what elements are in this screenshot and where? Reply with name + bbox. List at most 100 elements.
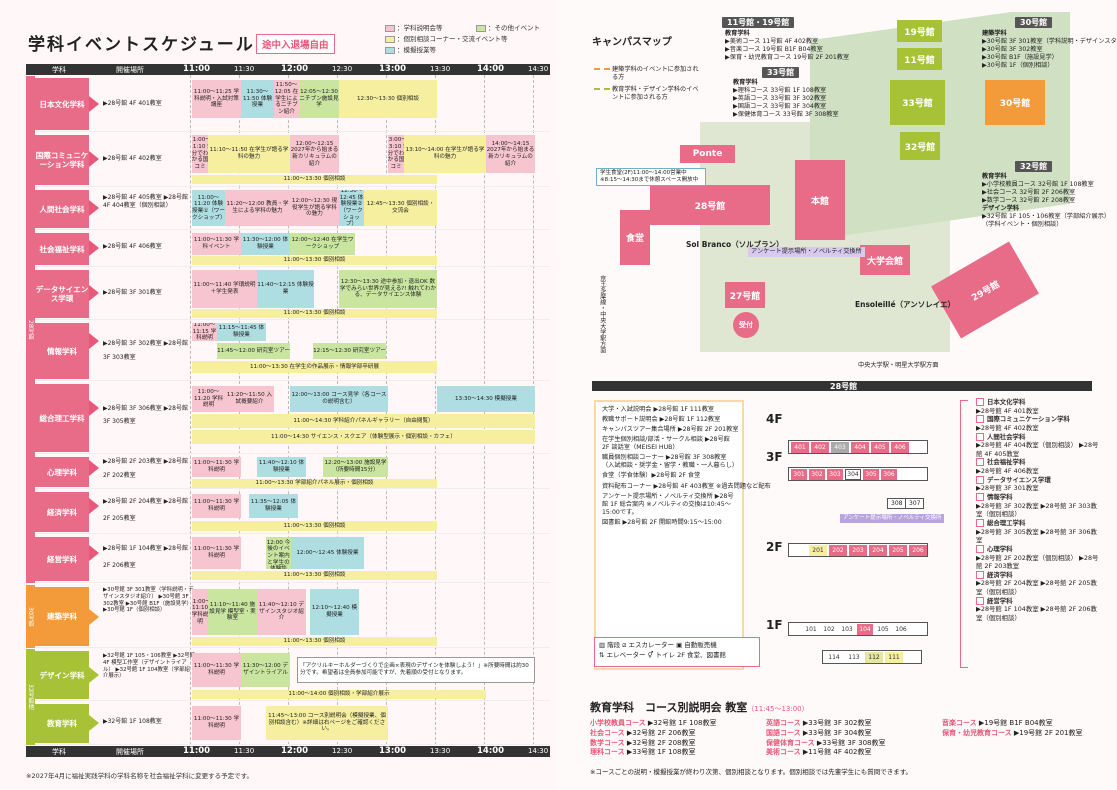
cafeteria-info: 学生食堂(2F)11:00〜14:00営業中 ※8:15〜14:30まで休憩スペ… xyxy=(596,168,706,187)
notes-32: 教育学科▶小学校教員コース 32号館 1F 108教室▶社会コース 32号館 2… xyxy=(982,173,1111,229)
row-fukushi: 社会福祉学科 ▶28号館 4F 406教室 11:00〜11:30 学科イベント… xyxy=(35,231,550,267)
dept-list: 日本文化学科▶28号館 4F 401教室 国際コミュニケーション学科▶28号館 … xyxy=(976,398,1101,623)
venue: ▶28号館 4F 402教室 xyxy=(103,155,162,162)
event: 11:00〜11:10 5分でわかる国コミ xyxy=(192,135,208,173)
venue: ▶28号館 4F 401教室 xyxy=(103,100,162,107)
event: 11:00〜14:00 個別相談・学部紹介展示 xyxy=(192,690,486,699)
row-design: デザイン学科 ▶32号館 1F 105・106教室 ▶32号館 4F 模型工作室… xyxy=(35,649,550,701)
dept-label: データサイエンス学環 xyxy=(35,270,89,318)
event: 11:00〜11:30 学科説明 xyxy=(192,706,241,740)
band-32: 32号館他 xyxy=(26,649,35,745)
notes-11-19: 教育学科▶美術コース 11号館 4F 402教室▶音楽コース 19号館 B1F … xyxy=(725,30,850,62)
event: 11:40〜12:10 体験授業 xyxy=(257,457,306,477)
dept-label: 人間社会学科 xyxy=(35,190,89,228)
dept-label: 情報学科 xyxy=(35,323,89,379)
venue: ▶28号館 3F 301教室 xyxy=(103,289,162,296)
floor-band xyxy=(592,381,1092,391)
event: 12:45〜13:30 個別相談・交流会 xyxy=(364,190,437,226)
row-joho: 情報学科 ▶28号館 3F 302教室 ▶28号館 3F 303教室 11:00… xyxy=(35,321,550,381)
floor-3f-label: 3F xyxy=(766,450,783,464)
dept-label: 日本文化学科 xyxy=(35,78,89,130)
event: 11:45〜12:00 今後のイベント案内と学生の体験談 xyxy=(266,537,291,569)
event: 11:00〜11:15 学科説明 xyxy=(192,323,217,341)
event: 13:30〜14:30 模擬授業 xyxy=(437,386,535,412)
event: 11:30〜12:00 体験授業 xyxy=(241,233,290,255)
event: 12:00〜12:40 在学生ワークショップ xyxy=(290,233,355,255)
venue: ▶32号館 1F 105・106教室 ▶32号館 4F 模型工作室（デザイントラ… xyxy=(103,653,195,680)
band-32: 32号館 xyxy=(1015,161,1053,172)
event: 11:15〜11:45 体験授業 xyxy=(217,323,266,341)
venue: ▶32号館 1F 108教室 xyxy=(103,718,162,725)
course-note: ※コースごとの説明・模擬授業が終わり次第、個別相談となります。個別相談では先輩学… xyxy=(590,768,913,777)
sol-branco: Sol Branco（ソルブラン） xyxy=(686,240,784,249)
event: 11:35〜12:05 体験授業 xyxy=(249,494,298,518)
legend-other: ：その他イベント xyxy=(476,22,540,32)
event: 11:00〜13:30 個別相談 xyxy=(192,521,437,531)
row-kokusai: 国際コミュニケーション学科 ▶28号館 4F 402教室 11:00〜11:10… xyxy=(35,133,550,187)
schedule-header-bottom: 学科 開催場所 11:00 11:30 12:00 12:30 13:00 13… xyxy=(26,746,550,757)
arrow-icon xyxy=(89,285,99,301)
arrow-icon xyxy=(89,667,99,683)
course-table: 小学校教員コース ▶32号館 1F 108教室 英語コース ▶33号館 3F 3… xyxy=(590,719,1083,757)
venue: ▶28号館 1F 104教室 ▶28号館 2F 206教室 xyxy=(103,545,188,569)
event: 12:00〜12:30 現役学生が語る学科の魅力 xyxy=(290,190,339,226)
event: 11:20〜11:50 入試概要紹介 xyxy=(225,386,274,412)
row-sogo: 総合理工学科 ▶28号館 3F 306教室 ▶28号館 3F 305教室 11:… xyxy=(35,382,550,454)
building-19: 19号館 xyxy=(897,20,942,42)
dept-label: デザイン学科 xyxy=(35,651,89,699)
building-honkan: 本館 xyxy=(795,160,845,240)
course-section: 教育学科 コース別説明会 教室（11:45〜13:00） 小学校教員コース ▶3… xyxy=(590,696,1110,776)
event: 11:00〜11:10 学科説明 xyxy=(192,589,208,635)
notes-30: 建築学科▶30号館 3F 301教室（学科説明・デザインスタジオ紹介）▶30号館… xyxy=(982,30,1117,70)
vending-icon: ▣ xyxy=(676,641,685,649)
info-item: 資料配布コーナー ▶28号館 4F 403教室 ※過去問題など配布 xyxy=(602,482,771,490)
icon-legend: ▥ 階段 ⧄ エスカレーター ▣ 自動販売機 ⇅ エレベーター ⚥ トイレ 2F… xyxy=(594,637,760,667)
event: 11:00〜11:30 学科イベント xyxy=(192,233,241,255)
row-keizai: 経済学科 ▶28号館 2F 204教室 ▶28号館 2F 205教室 11:00… xyxy=(35,490,550,534)
event: 12:15〜12:30 研究室ツアー xyxy=(313,343,386,359)
reception: 受付 xyxy=(733,312,759,338)
arrow-icon xyxy=(89,715,99,731)
arrow-icon xyxy=(89,545,99,561)
event: 11:00〜13:30 個別相談 xyxy=(192,256,437,265)
course-time: （11:45〜13:00） xyxy=(747,705,809,713)
event: 11:45〜12:00 研究室ツアー xyxy=(217,343,290,359)
band-30: 30号館 xyxy=(1015,17,1053,28)
event: 11:00〜13:30 個別相談 xyxy=(192,309,437,318)
event: 14:00〜14:15 2027年から始まる新カリキュラムの紹介 xyxy=(486,135,535,173)
event: 12:05〜12:30 ニチブン施設見学 xyxy=(299,80,339,118)
event: 11:00〜14:30 サイエンス・スクエア（体験型展示・個別相談・カフェ） xyxy=(192,430,535,444)
event: 11:40〜12:15 体験授業 xyxy=(257,270,314,308)
arrow-icon xyxy=(89,400,99,416)
page-title: 学科イベントスケジュール xyxy=(28,35,255,55)
event: 11:40〜12:10 デザインスタジオ紹介 xyxy=(257,589,306,635)
event: 11:00〜11:30 学科説明 xyxy=(192,457,241,477)
event: 11:45〜13:00 コース別説明会（模擬授業、個別相談含む）※詳細は右ページ… xyxy=(266,706,388,740)
schedule-header-top: 学科 開催場所 11:00 11:30 12:00 12:30 13:00 13… xyxy=(26,64,550,75)
survey-spot: アンケート提示場所・ノベルティ交換所 xyxy=(748,247,865,258)
info-box: 大学・入試説明会 ▶28号館 1F 111教室 教職サポート説明会 ▶28号館 … xyxy=(594,400,771,670)
dept-label: 国際コミュニケーション学科 xyxy=(35,135,89,185)
event: 12:30〜13:30 途中参加・退出OK 数学でみらい世界が見える?! 触れて… xyxy=(339,270,437,308)
event: 12:10〜12:40 模擬授業 xyxy=(310,589,359,635)
arrow-icon xyxy=(89,240,99,256)
dept-label: 建築学科 xyxy=(35,587,89,646)
legend-info-session: ：学科説明会等 xyxy=(385,22,443,32)
venue: ▶28号館 4F 405教室 ▶28号館 4F 404教室（個別相談） xyxy=(103,194,188,209)
band-33: 33号館 xyxy=(762,67,800,78)
band-30: 30号館 xyxy=(26,585,35,648)
event: 11:00〜11:30 学科説明 xyxy=(192,537,241,569)
event: 12:00〜13:00 コース見学（各コースの説明含む） xyxy=(290,386,388,412)
building-30: 30号館 xyxy=(985,80,1045,125)
room-308: 308 xyxy=(887,498,907,509)
arrow-icon xyxy=(89,460,99,476)
legend-mock-class: ：模擬授業等 xyxy=(385,44,436,54)
info-item: 図書館 ▶28号館 2F 開館時間9:15〜15:00 xyxy=(602,518,722,526)
venue: ▶28号館 3F 306教室 ▶28号館 3F 305教室 xyxy=(103,405,188,426)
building-11: 11号館 xyxy=(897,48,942,70)
arrow-icon xyxy=(89,200,99,216)
event: 11:10〜11:50 在学生が語る学科の魅力 xyxy=(208,135,290,173)
dept-label: 社会福祉学科 xyxy=(35,233,89,265)
floor-4f-label: 4F xyxy=(766,412,783,426)
footnote: ※2027年4月に福祉実践学科の学科名称を社会福祉学科に変更する予定です。 xyxy=(26,772,253,780)
